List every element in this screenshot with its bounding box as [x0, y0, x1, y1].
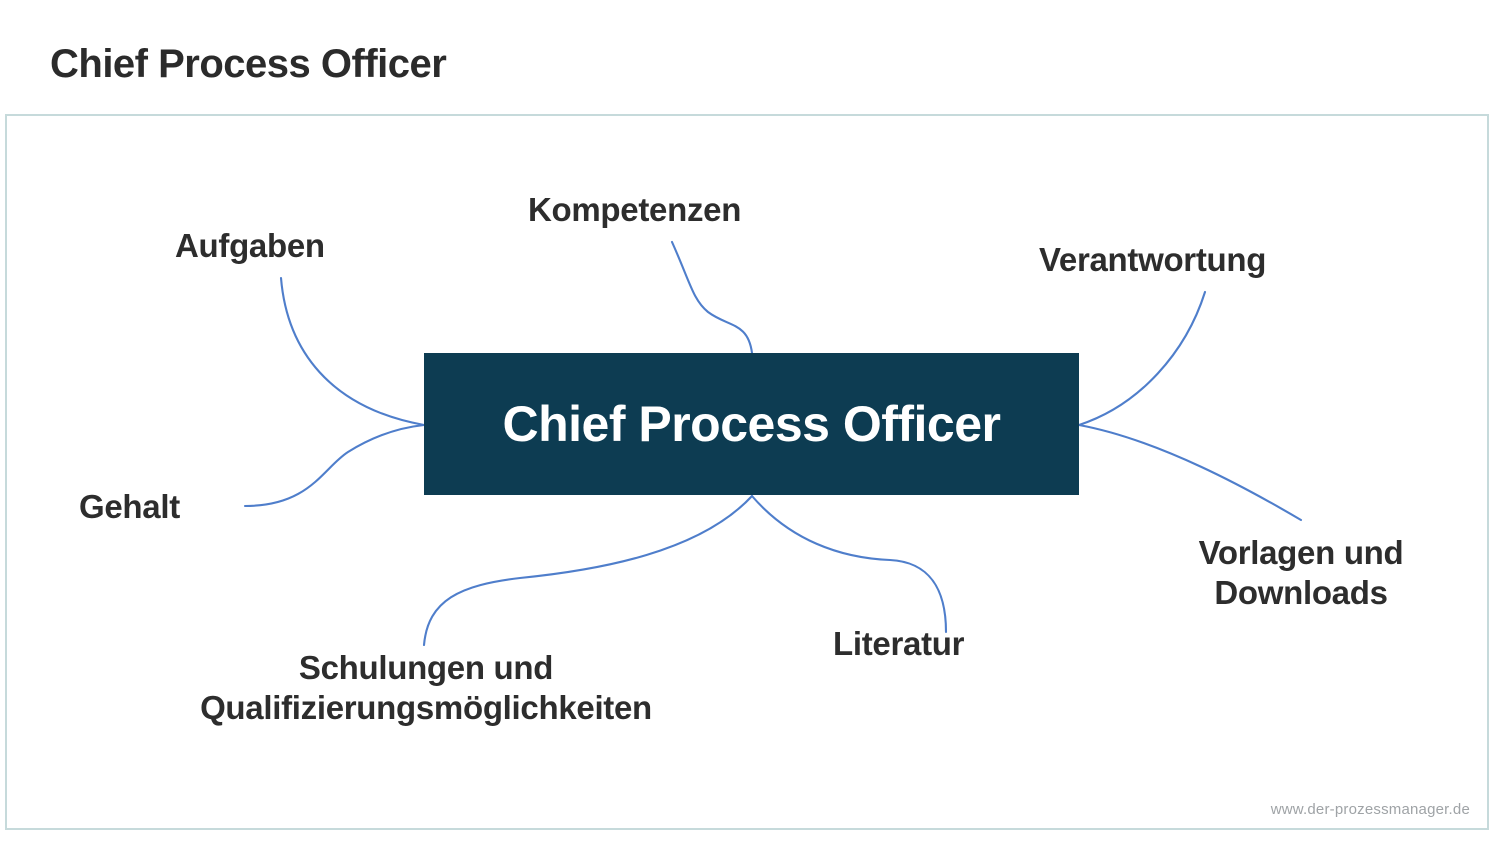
header-band: Chief Process Officer: [5, 20, 1489, 116]
watermark-url: www.der-prozessmanager.de: [1270, 801, 1470, 818]
page-title: Chief Process Officer: [50, 42, 447, 86]
page-frame: [5, 20, 1489, 830]
